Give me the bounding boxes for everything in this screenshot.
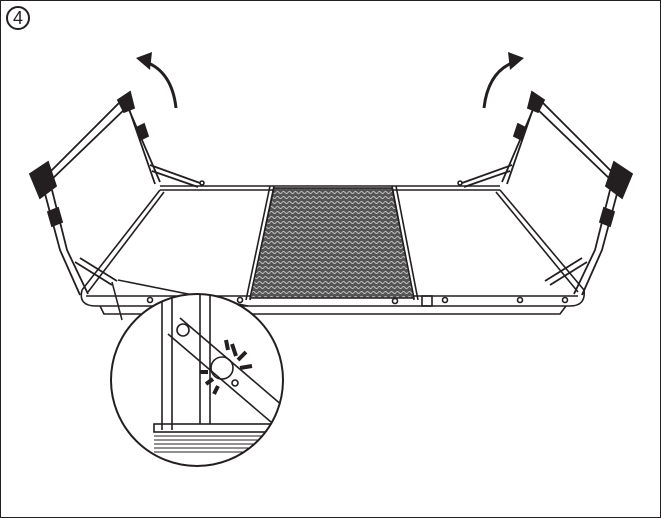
left-leg-frame <box>28 90 201 296</box>
zoom-detail-circle <box>110 293 284 467</box>
curved-arrow-up-left-icon <box>136 52 178 109</box>
curved-arrow-up-right-icon <box>482 52 524 109</box>
step-number-badge: 4 <box>6 6 30 30</box>
mesh-panel <box>249 187 415 299</box>
right-leg-frame <box>461 90 634 296</box>
click-lock-burst-icon <box>200 339 253 395</box>
